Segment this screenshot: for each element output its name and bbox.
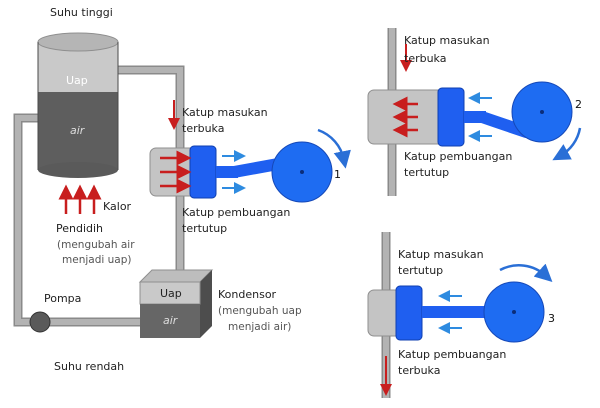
stage1-inlet-label-1: Katup masukan [182, 106, 268, 119]
boiler-tank: Uap air [37, 32, 119, 178]
condenser-box: Uap air [138, 269, 214, 338]
condenser-note-2: menjadi air) [228, 321, 291, 333]
stage2-piston [437, 87, 465, 147]
stage3-outlet-label-1: Katup pembuangan [398, 348, 506, 361]
stage3-number: 3 [548, 312, 555, 325]
engine-stage-1: Katup masukan terbuka Katup pembuangan t… [149, 100, 351, 235]
stage2-outlet-label-2: tertutup [404, 166, 449, 179]
pump-label: Pompa [44, 292, 81, 305]
boiler-steam-label: Uap [66, 74, 88, 87]
condenser-label: Kondensor [218, 288, 277, 301]
stage3-piston [395, 285, 423, 341]
stage2-inlet-label-1: Katup masukan [404, 34, 490, 47]
engine-stage-2: Katup masukan terbuka Katup pembuangan t… [367, 28, 582, 196]
stage2-outlet-label-1: Katup pembuangan [404, 150, 512, 163]
condenser-note-1: (mengubah uap [218, 305, 302, 317]
boiler-water-label: air [70, 124, 86, 137]
stage2-number: 2 [575, 98, 582, 111]
high-temp-label: Suhu tinggi [50, 6, 113, 19]
boiler-label: Pendidih [56, 222, 103, 235]
heat-arrows [58, 184, 102, 214]
stage2-inlet-label-2: terbuka [404, 52, 446, 65]
pump-icon [29, 311, 51, 333]
steam-cycle: Uap air Uap air Suhu tinggi Kalor Pendid… [13, 6, 302, 373]
stage1-outlet-label-1: Katup pembuangan [182, 206, 290, 219]
boiler-note-1: (mengubah air [57, 239, 135, 251]
boiler-note-2: menjadi uap) [62, 254, 131, 266]
engine-stage-3: Katup masukan tertutup Katup pembuangan … [367, 232, 555, 398]
stage1-inlet-label-2: terbuka [182, 122, 224, 135]
stage1-outlet-label-2: tertutup [182, 222, 227, 235]
condenser-water-label: air [163, 314, 179, 327]
steam-pipe [118, 65, 185, 148]
low-temp-label: Suhu rendah [54, 360, 124, 373]
condenser-steam-label: Uap [160, 287, 182, 300]
heat-label: Kalor [103, 200, 132, 213]
stage1-piston [189, 145, 217, 199]
stage3-outlet-label-2: terbuka [398, 364, 440, 377]
stage3-inlet-label-2: tertutup [398, 264, 443, 277]
stage3-inlet-label-1: Katup masukan [398, 248, 484, 261]
stage1-number: 1 [334, 168, 341, 181]
